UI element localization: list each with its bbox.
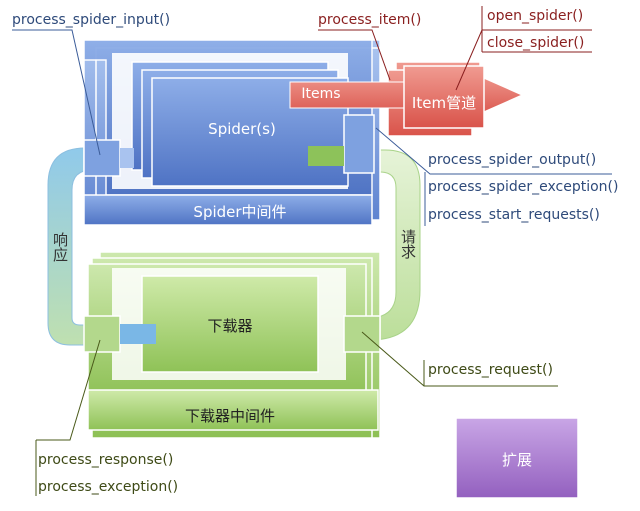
downloader-response-tab	[120, 324, 156, 344]
response-flow-label: 响应	[51, 232, 69, 262]
spider-input-tab	[120, 148, 134, 168]
spider-middleware-title: Spider中间件	[193, 203, 287, 221]
hook-process-response: process_response()	[38, 452, 174, 468]
hook-start-requests: process_start_requests()	[428, 207, 600, 223]
hook-open-spider: open_spider()	[487, 8, 584, 24]
items-label: Items	[301, 86, 341, 102]
spider-request-tab	[308, 146, 344, 166]
spider-output-port	[343, 114, 375, 174]
leader-spider-output	[375, 127, 612, 175]
hook-close-spider: close_spider()	[487, 35, 585, 51]
item-pipeline	[289, 61, 524, 137]
leader-open-close	[455, 6, 592, 91]
leader-spider-input	[12, 29, 101, 156]
downloader-request-port	[343, 315, 381, 353]
hook-spider-exception: process_spider_exception()	[428, 179, 619, 195]
downloader-middleware-title: 下载器中间件	[184, 407, 275, 425]
downloader-box	[141, 275, 319, 373]
leader-process-item	[318, 29, 391, 81]
spider-label: Spider(s)	[208, 120, 276, 138]
hook-process-request: process_request()	[428, 362, 553, 378]
item-pipeline-title: Item管道	[411, 94, 477, 112]
hook-spider-output: process_spider_output()	[428, 152, 597, 168]
hook-spider-input: process_spider_input()	[12, 12, 171, 28]
extension-box	[455, 417, 579, 499]
hook-process-exception: process_exception()	[38, 479, 179, 495]
hook-process-item: process_item()	[318, 12, 422, 28]
request-flow-label: 请求	[399, 229, 417, 259]
extension-label: 扩展	[501, 451, 532, 469]
spider-input-port	[83, 139, 121, 177]
downloader-response-port	[83, 315, 121, 353]
downloader-label: 下载器	[207, 317, 253, 335]
leader-process-response	[36, 339, 101, 441]
